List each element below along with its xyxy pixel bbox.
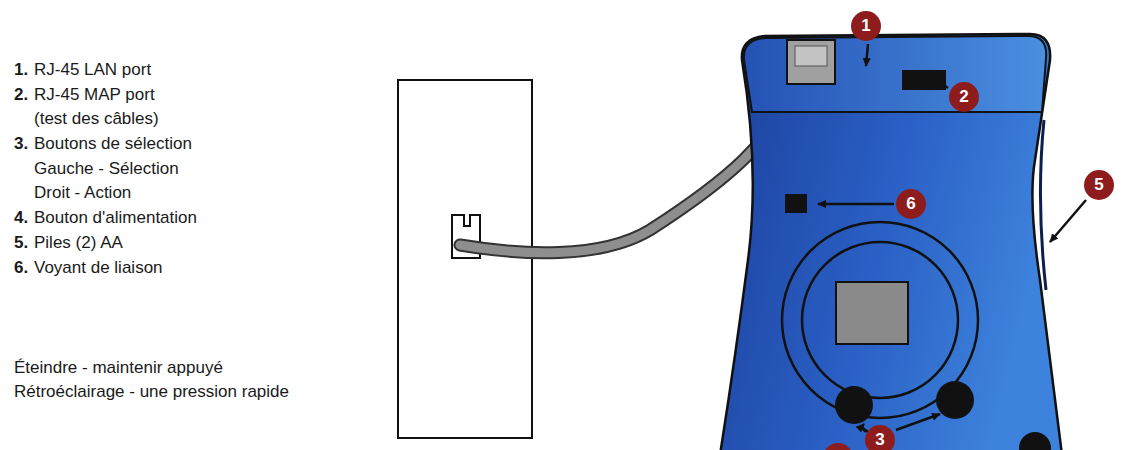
item-number: 5. [14,233,28,253]
item-text: Droit - Action [34,183,131,203]
bezel-inner [802,242,958,398]
callout-circle: 2 [949,82,979,112]
leader-arrow [818,203,894,206]
leader-arrow [896,414,940,430]
leader-arrow [1050,200,1086,242]
item-text: Éteindre - maintenir appuyé [14,358,223,378]
callout-circle: 5 [1084,170,1114,200]
item-number: 4. [14,208,28,228]
rj45-map-port [902,70,946,90]
callout-circle: 6 [896,189,926,219]
face-edge [752,111,1042,113]
callout-number: 3 [875,430,884,450]
lcd-screen [836,282,908,344]
tester-body [720,34,1062,450]
callout-number: 6 [906,194,915,214]
select-button-left [835,386,873,424]
leader-arrow [928,74,948,88]
plug-face [795,46,827,66]
item-text: RJ-45 LAN port [34,60,151,80]
callout-number: 2 [959,87,968,107]
callout-circle: 1 [851,11,881,41]
bezel-outer [782,222,978,418]
callout-number: 5 [1094,175,1103,195]
tester-top-face [744,36,1046,112]
item-number: 6. [14,258,28,278]
item-number: 3. [14,134,28,154]
link-led [785,194,807,213]
power-button [1019,432,1051,450]
item-text: Piles (2) AA [34,233,123,253]
rj45-plug [787,40,835,84]
wall-plate [398,80,532,438]
item-number: 1. [14,60,28,80]
leader-arrow [862,424,866,432]
item-text: Voyant de liaison [34,258,163,278]
item-text: Rétroéclairage - une pression rapide [14,382,289,402]
item-text: Boutons de sélection [34,134,192,154]
leader-arrow [866,44,868,66]
battery-edge [1040,120,1046,290]
item-text: (test des câbles) [34,109,159,129]
item-text: Bouton d'alimentation [34,208,197,228]
select-button-right [936,381,974,419]
item-text: Gauche - Sélection [34,159,179,179]
callout-circle-cut [823,443,853,450]
item-number: 2. [14,85,28,105]
callout-number: 1 [861,16,870,36]
callout-circle: 3 [865,425,895,450]
item-text: RJ-45 MAP port [34,85,155,105]
